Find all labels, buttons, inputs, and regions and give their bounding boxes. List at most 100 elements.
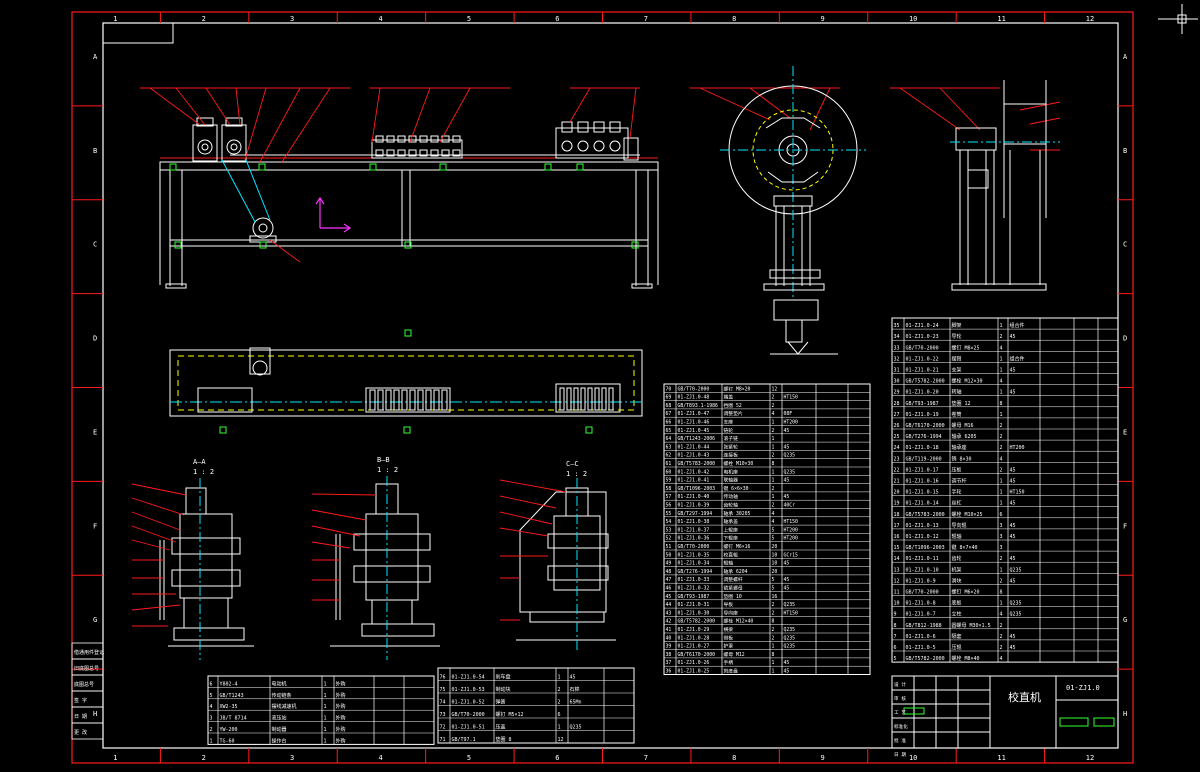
table-cell: Q235 — [784, 627, 796, 633]
table-cell: 45 — [1010, 556, 1016, 562]
grid-number-bottom: 5 — [467, 754, 471, 762]
table-cell: 65 — [666, 428, 672, 434]
table-cell: 01-ZJ1.0-21 — [906, 368, 939, 374]
table-cell: 外购 — [336, 737, 346, 744]
section-a-view[interactable] — [159, 478, 254, 660]
roller — [386, 149, 395, 157]
table-cell: 螺母 M16 — [952, 422, 974, 429]
table-cell: 2 — [772, 627, 775, 633]
table-cell: GB/T119-2000 — [906, 456, 942, 462]
table-cell: XW2-35 — [220, 704, 238, 710]
table-cell: 01-ZJ1.0-14 — [906, 501, 939, 507]
roller — [441, 149, 450, 157]
table-cell: 20 — [772, 544, 778, 550]
roller — [441, 389, 448, 411]
table-cell: 刻度盘 — [724, 668, 739, 675]
dimension-mark — [258, 163, 266, 171]
table-cell: 2 — [772, 453, 775, 459]
roller — [452, 135, 461, 143]
table-cell: 39 — [666, 644, 672, 650]
table-cell: 49 — [666, 561, 672, 567]
table-cell: 护罩 — [724, 643, 734, 650]
table-cell: 01-ZJ1.0-12 — [906, 534, 939, 540]
table-cell: 68 — [666, 403, 672, 409]
grid-letter-right: E — [1123, 428, 1127, 436]
table-cell: 1 — [1000, 323, 1003, 329]
title-block[interactable] — [891, 675, 1119, 749]
table-cell: 5 — [772, 586, 775, 592]
grid-letter-left: D — [93, 335, 97, 343]
side-view-reel[interactable] — [720, 66, 866, 300]
table-cell: GB/T70-2000 — [906, 345, 939, 351]
table-cell: 1 — [772, 478, 775, 484]
title-stamp-label: 日 期 — [894, 752, 906, 758]
table-cell: 2 — [1000, 334, 1003, 340]
table-cell: 8 — [1000, 401, 1003, 407]
table-cell: 51 — [666, 544, 672, 550]
dimension-mark — [219, 426, 227, 434]
leader-line — [244, 87, 267, 161]
table-cell: 1 — [324, 727, 327, 733]
section-b-view[interactable] — [330, 476, 440, 660]
table-cell: 1 — [1000, 368, 1003, 374]
table-cell: 74 — [440, 700, 446, 706]
section-c-title: C—C — [566, 460, 579, 468]
table-cell: 32 — [894, 356, 900, 362]
leader-line — [259, 87, 301, 163]
end-view[interactable] — [950, 80, 1060, 291]
leader-line — [175, 87, 206, 126]
table-cell: 轴承座 — [952, 444, 967, 451]
table-cell: 8 — [772, 619, 775, 625]
table-cell: GB/T812-1988 — [906, 623, 942, 629]
table-cell: 辊轴 — [724, 560, 734, 567]
dimension-mark — [259, 241, 267, 249]
dimension-mark — [404, 241, 412, 249]
table-cell: 28 — [894, 401, 900, 407]
table-cell: 1 — [1000, 479, 1003, 485]
table-cell: 压盖 — [496, 724, 506, 731]
table-cell: 38 — [666, 652, 672, 658]
title-stamp-label: 设 计 — [894, 681, 906, 688]
table-cell: 2 — [558, 700, 561, 706]
table-cell: 54 — [666, 519, 672, 525]
table-cell: 21 — [894, 479, 900, 485]
table-cell: 4 — [1000, 379, 1003, 385]
table-cell: 垫圈 12 — [952, 400, 971, 407]
table-cell: 01-ZJ1.0-45 — [678, 428, 710, 434]
table-cell: 轴承 6204 — [724, 568, 748, 575]
table-cell: 01-ZJ1.0-42 — [678, 469, 710, 475]
table-cell: 45 — [570, 675, 576, 681]
leader-line — [499, 495, 557, 509]
leader-line — [311, 541, 351, 549]
table-cell: 45 — [784, 586, 790, 592]
grid-number-bottom: 2 — [202, 754, 206, 762]
table-cell: 2 — [558, 687, 561, 693]
stamp-label: 借通用件登记 — [74, 649, 104, 656]
leader-line — [1029, 117, 1061, 125]
table-cell: 外购 — [336, 692, 346, 699]
table-cell: 45 — [1010, 501, 1016, 507]
leader-line — [311, 493, 377, 496]
table-cell: 01-ZJ1.0-27 — [678, 644, 710, 650]
table-cell: 46 — [666, 586, 672, 592]
table-cell: 75 — [440, 687, 446, 693]
table-cell: 螺钉 M6×16 — [724, 543, 751, 550]
section-c-view[interactable] — [516, 478, 616, 650]
dimension-mark — [169, 163, 177, 171]
table-cell: GB/T5783-2000 — [678, 461, 716, 467]
table-cell: 传动链条 — [272, 692, 292, 699]
table-cell: 55 — [666, 511, 672, 517]
top-view-plan[interactable] — [169, 347, 643, 417]
front-view[interactable] — [159, 117, 659, 289]
table-cell: 36 — [666, 669, 672, 675]
table-cell: 齿轮 — [952, 555, 962, 562]
detail-view[interactable] — [770, 299, 838, 355]
grid-number-top: 3 — [290, 15, 294, 23]
dimension-mark — [576, 163, 584, 171]
ucs-icon — [315, 196, 352, 233]
